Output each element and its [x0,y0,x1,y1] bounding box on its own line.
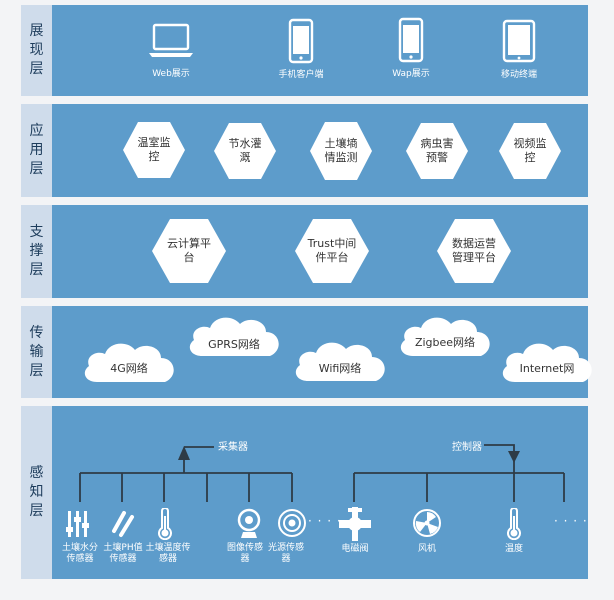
laptop-icon [149,23,193,57]
transport-layer: 传输层 4G网络 GPRS网络 Wifi网络 Zigbee网络 Internet… [21,306,592,398]
wap-phone-icon [398,17,424,63]
perception-layer-body: 采集器 控制器 · · · · 土壤水分 [52,406,588,579]
light-sensor-icon [278,509,306,537]
sensor-label-soil-temperature: 土壤温度传感器 [145,543,191,564]
tablet-icon [502,19,536,63]
control-label-temperature: 温度 [504,544,523,554]
application-layer-body: 温室监控 节水灌溉 土壤墒情监测 病虫害预警 视频监控 [52,104,588,197]
image-sensor-icon [237,508,261,538]
app-hex-irrigation: 节水灌溉 [213,122,277,180]
soil-ph-sensor-icon [112,511,134,537]
collector-label: 采集器 [218,442,248,453]
cloud-4g: 4G网络 [79,336,179,386]
app-hex-video: 视频监控 [498,122,562,180]
ellipsis-controls: · · · · [554,514,588,528]
control-label-solenoid-valve: 电磁阀 [341,544,369,554]
application-layer-label: 应用层 [21,104,52,197]
mobile-phone-icon [288,18,314,64]
sensor-label-soil-ph: 土壤PH值传感器 [103,543,143,564]
soil-moisture-sensor-icon [66,511,89,537]
control-label-fan: 风机 [417,544,436,554]
fan-icon [413,509,441,537]
device-label-mobile-client: 手机客户端 [278,70,324,80]
temperature-control-icon [507,508,521,540]
app-hex-soil-moisture: 土壤墒情监测 [309,121,373,181]
transport-layer-body: 4G网络 GPRS网络 Wifi网络 Zigbee网络 Internet网 [52,306,592,398]
app-hex-greenhouse: 温室监控 [122,121,186,179]
device-label-web: Web展示 [152,69,190,79]
presentation-layer-label: 展现层 [21,5,52,96]
application-layer: 应用层 温室监控 节水灌溉 土壤墒情监测 病虫害预警 视频监控 [21,104,588,197]
soil-temperature-sensor-icon [158,508,172,540]
cloud-wifi: Wifi网络 [289,335,391,385]
cloud-gprs: GPRS网络 [183,310,285,360]
ellipsis-sensors: · · · · [308,514,342,528]
cloud-internet: Internet网 [496,336,598,386]
transport-layer-label: 传输层 [21,306,52,398]
support-hex-trust: Trust中间件平台 [294,218,370,284]
support-hex-data-ops: 数据运营管理平台 [436,218,512,284]
presentation-layer-body: Web展示 手机客户端 Wap展示 移动终端 [52,5,588,96]
support-layer-body: 云计算平台 Trust中间件平台 数据运营管理平台 [52,205,588,298]
perception-layer: 感知层 [21,406,588,579]
app-hex-pest-warning: 病虫害预警 [405,122,469,180]
support-layer-label: 支撑层 [21,205,52,298]
perception-layer-label: 感知层 [21,406,52,579]
controller-label: 控制器 [452,442,482,453]
sensor-label-soil-moisture: 土壤水分传感器 [61,543,98,564]
sensor-label-image: 图像传感器 [227,543,264,564]
sensor-label-light: 光源传感器 [268,543,305,564]
cloud-zigbee: Zigbee网络 [393,310,497,360]
presentation-layer: 展现层 Web展示 手机客户端 Wap展示 移动终端 [21,5,588,96]
support-hex-cloud: 云计算平台 [151,218,227,284]
support-layer: 支撑层 云计算平台 Trust中间件平台 数据运营管理平台 [21,205,588,298]
device-label-wap: Wap展示 [392,69,430,79]
solenoid-valve-icon [339,507,371,541]
device-label-mobile-terminal: 移动终端 [500,70,537,80]
perception-connector-lines [79,444,565,502]
